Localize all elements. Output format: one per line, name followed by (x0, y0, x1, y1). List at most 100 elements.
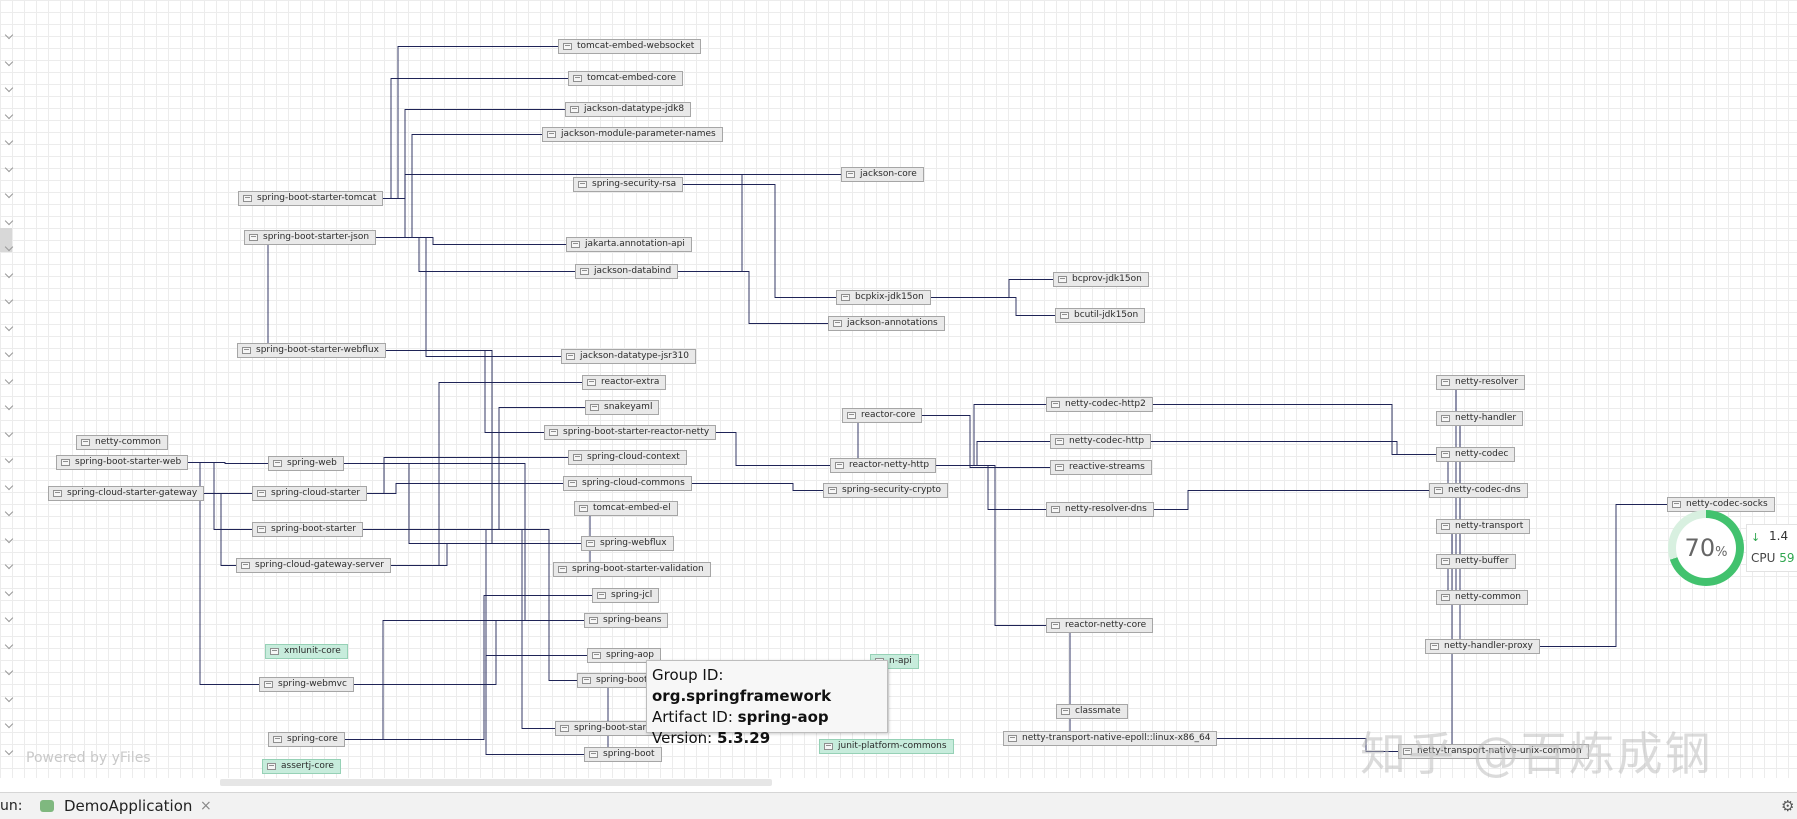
dependency-node[interactable]: spring-cloud-starter (252, 486, 368, 501)
jar-icon (1441, 558, 1450, 565)
dependency-node[interactable]: netty-resolver-dns (1046, 502, 1154, 517)
dependency-node[interactable]: netty-transport-native-epoll::linux-x86_… (1003, 731, 1218, 746)
dependency-node[interactable]: jackson-module-parameter-names (542, 127, 723, 142)
dependency-node[interactable]: spring-boot-starter-reactor-netty (544, 425, 717, 440)
dependency-node[interactable]: netty-handler (1436, 411, 1524, 426)
fold-marker-icon (4, 666, 14, 676)
dependency-node[interactable]: spring-boot-starter-validation (553, 562, 711, 577)
dependency-node-label: bcprov-jdk15on (1072, 274, 1142, 284)
dependency-node-label: spring-webflux (600, 538, 667, 548)
dependency-node-label: jackson-datatype-jsr310 (580, 351, 690, 361)
dependency-node[interactable]: spring-cloud-gateway-server (236, 558, 391, 573)
dependency-node[interactable]: netty-buffer (1436, 554, 1516, 569)
dependency-node-label: classmate (1075, 706, 1121, 716)
dependency-edges (188, 46, 1667, 755)
close-icon[interactable]: × (200, 798, 212, 814)
dependency-node[interactable]: assertj-core (262, 759, 341, 774)
dependency-node[interactable]: spring-jcl (592, 588, 660, 603)
dependency-edge (1217, 738, 1398, 752)
dependency-node[interactable]: netty-common (76, 435, 168, 450)
dependency-node[interactable]: jackson-databind (575, 264, 679, 279)
dependency-node[interactable]: tomcat-embed-websocket (558, 39, 702, 54)
dependency-node[interactable]: spring-security-rsa (573, 177, 684, 192)
dependency-node[interactable]: reactive-streams (1050, 460, 1152, 475)
dependency-node[interactable]: classmate (1056, 704, 1128, 719)
dependency-node[interactable]: jakarta.annotation-api (566, 237, 692, 252)
dependency-node[interactable]: tomcat-embed-core (568, 71, 684, 86)
dependency-node[interactable]: netty-codec (1436, 447, 1516, 462)
dependency-diagram-canvas[interactable]: tomcat-embed-websocket tomcat-embed-core j… (0, 0, 1797, 778)
dependency-node-label: spring-cloud-starter (271, 488, 361, 498)
jar-icon (580, 268, 589, 275)
jar-icon (1060, 312, 1069, 319)
dependency-node[interactable]: spring-cloud-starter-gateway (48, 486, 205, 501)
dependency-node-label: junit-platform-commons (838, 741, 947, 751)
tooltip-group-row: Group ID: org.springframework (652, 665, 882, 707)
dependency-node[interactable]: netty-common (1436, 590, 1528, 605)
dependency-node[interactable]: spring-boot-starter-tomcat (238, 191, 384, 206)
dependency-node[interactable]: bcutil-jdk15on (1055, 308, 1146, 323)
dependency-node[interactable]: spring-cloud-commons (563, 476, 692, 491)
dependency-node[interactable]: spring-boot-starter-json (244, 230, 377, 245)
jar-icon (549, 429, 558, 436)
tooltip-group-label: Group ID: (652, 666, 724, 684)
jar-icon (568, 480, 577, 487)
dependency-node[interactable]: jackson-datatype-jsr310 (561, 349, 697, 364)
jar-icon (1055, 464, 1064, 471)
dependency-node-label: spring-boot-starter-json (263, 232, 370, 242)
dependency-node[interactable]: spring-web (268, 456, 344, 471)
dependency-node[interactable]: netty-codec-http (1050, 434, 1152, 449)
dependency-node[interactable]: bcprov-jdk15on (1053, 272, 1149, 287)
horizontal-scrollbar[interactable] (220, 779, 772, 786)
dependency-node[interactable]: jackson-annotations (828, 316, 945, 331)
jar-icon (1441, 379, 1450, 386)
dependency-node[interactable]: jackson-core (841, 167, 924, 182)
dependency-node[interactable]: spring-boot-starter-webflux (237, 343, 386, 358)
dependency-node[interactable]: jackson-datatype-jdk8 (565, 102, 692, 117)
cpu-monitor-widget[interactable]: 70% ↓ 1.4 CPU 59 (1668, 510, 1797, 590)
dependency-node[interactable]: spring-boot (584, 747, 662, 762)
dependency-node[interactable]: xmlunit-core (265, 644, 348, 659)
dependency-node[interactable]: bcpkix-jdk15on (836, 290, 931, 305)
dependency-node[interactable]: netty-transport-native-unix-common (1398, 744, 1589, 759)
dependency-node[interactable]: spring-core (268, 732, 345, 747)
dependency-node[interactable]: netty-handler-proxy (1425, 639, 1540, 654)
jar-icon (833, 320, 842, 327)
dependency-node-label: spring-cloud-starter-gateway (67, 488, 198, 498)
dependency-edge (692, 483, 823, 491)
dependency-edge (344, 463, 584, 621)
dependency-node-label: spring-web (287, 458, 337, 468)
gear-icon[interactable]: ⚙ (1781, 797, 1795, 815)
dependency-node-label: spring-boot-starter-tomcat (257, 193, 377, 203)
dependency-node[interactable]: spring-beans (584, 613, 669, 628)
jar-icon (589, 751, 598, 758)
dependency-node[interactable]: spring-webflux (581, 536, 674, 551)
dependency-node[interactable]: reactor-extra (582, 375, 667, 390)
dependency-node[interactable]: junit-platform-commons (819, 739, 954, 754)
yfiles-watermark: Powered by yFiles (26, 750, 151, 766)
download-arrow-icon: ↓ (1751, 531, 1761, 544)
dependency-edge (188, 462, 252, 530)
dependency-node[interactable]: netty-codec-socks (1667, 497, 1775, 512)
tooltip-version-value: 5.3.29 (716, 729, 771, 747)
fold-marker-icon (4, 587, 14, 597)
dependency-node-label: spring-boot-starter-web (75, 457, 182, 467)
dependency-node[interactable]: spring-cloud-context (568, 450, 687, 465)
dependency-node[interactable]: spring-webmvc (259, 677, 354, 692)
dependency-node[interactable]: tomcat-embed-el (574, 501, 678, 516)
dependency-node[interactable]: netty-codec-dns (1429, 483, 1528, 498)
dependency-node[interactable]: reactor-core (842, 408, 923, 423)
dependency-node[interactable]: netty-transport (1436, 519, 1531, 534)
dependency-node[interactable]: reactor-netty-core (1046, 618, 1154, 633)
dependency-node-label: reactor-extra (601, 377, 660, 387)
dependency-node[interactable]: spring-boot-starter (252, 522, 363, 537)
dependency-node[interactable]: spring-aop (587, 648, 662, 663)
dependency-node[interactable]: reactor-netty-http (830, 458, 937, 473)
dependency-node[interactable]: spring-boot-starter-web (56, 455, 189, 470)
dependency-node-label: n-api (889, 656, 912, 666)
dependency-node[interactable]: spring-security-crypto (823, 483, 949, 498)
jar-icon (1055, 438, 1064, 445)
dependency-node[interactable]: netty-resolver (1436, 375, 1526, 390)
dependency-node[interactable]: snakeyaml (585, 400, 660, 415)
dependency-node[interactable]: netty-codec-http2 (1046, 397, 1153, 412)
